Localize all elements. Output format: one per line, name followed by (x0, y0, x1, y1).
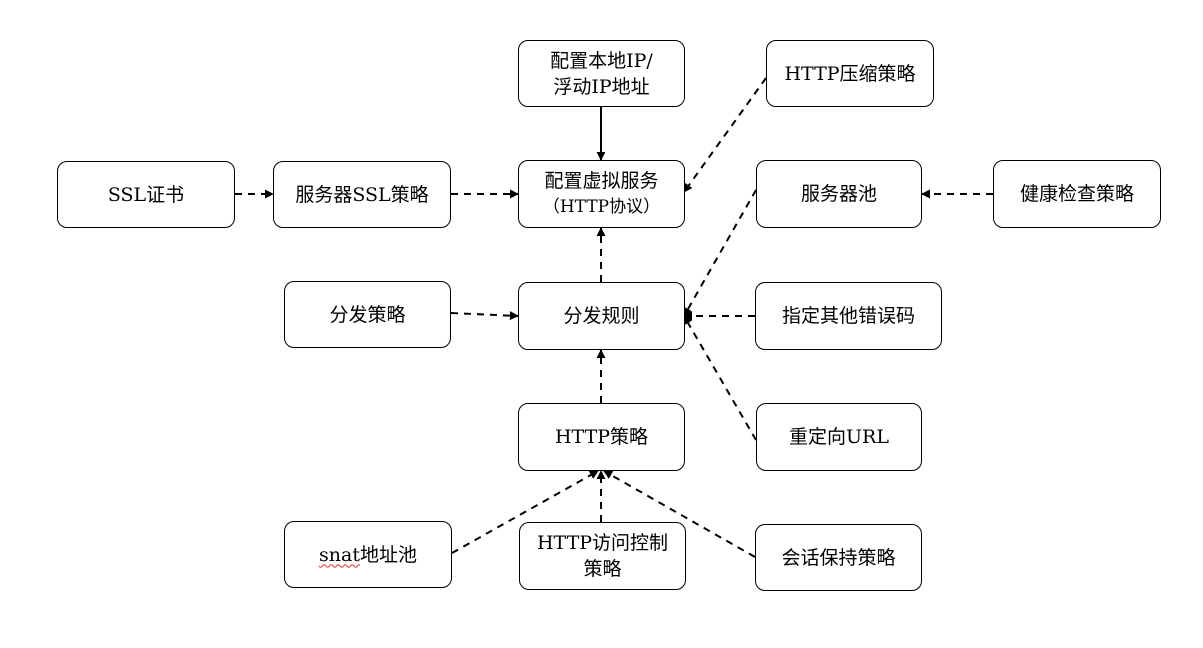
node-http-policy: HTTP策略 (518, 403, 685, 471)
node-dispatch-policy-label: 分发策略 (329, 303, 406, 326)
node-local-ip-line2: 浮动IP地址 (553, 75, 650, 98)
node-session-keep-label: 会话保持策略 (781, 546, 896, 569)
node-server-pool-label: 服务器池 (800, 183, 877, 205)
node-virtual-service-line1: 配置虚拟服务 (544, 170, 659, 192)
node-http-access-line2: 策略 (583, 558, 622, 580)
node-http-access-line1: HTTP访问控制 (536, 532, 669, 554)
arrow-session-keep-to-http-policy (603, 470, 756, 558)
spellcheck-underlined-word: snat (319, 543, 360, 566)
node-dispatch-policy: 分发策略 (284, 281, 451, 348)
arrow-redirect-url-to-dispatch-rule (683, 315, 757, 441)
node-error-code-label: 指定其他错误码 (781, 305, 915, 327)
arrow-http-compress-to-virtual-service (683, 77, 767, 193)
node-http-policy-label: HTTP策略 (554, 426, 649, 448)
node-dispatch-rule-label: 分发规则 (563, 305, 640, 327)
node-local-ip-line1: 配置本地IP/ (550, 49, 653, 72)
node-health-check: 健康检查策略 (993, 160, 1161, 228)
node-local-ip: 配置本地IP/ 浮动IP地址 (518, 40, 685, 107)
node-session-keep: 会话保持策略 (755, 524, 922, 591)
node-health-check-label: 健康检查策略 (1019, 183, 1134, 205)
node-snat-pool-label-rest: 地址池 (359, 543, 417, 566)
node-server-ssl-label: 服务器SSL策略 (295, 183, 429, 206)
arrow-server-pool-to-dispatch-rule (683, 189, 757, 317)
node-server-ssl: 服务器SSL策略 (273, 161, 451, 228)
node-snat-pool-label: snat地址池 (319, 542, 417, 568)
node-redirect-url: 重定向URL (756, 403, 922, 471)
node-snat-pool: snat地址池 (284, 521, 452, 588)
node-ssl-cert-label: SSL证书 (107, 183, 185, 206)
arrow-snat-pool-to-http-policy (451, 470, 599, 554)
node-http-compress-label: HTTP压缩策略 (784, 62, 916, 85)
arrow-dispatch-policy-to-dispatch-rule (450, 311, 519, 321)
node-server-pool: 服务器池 (756, 160, 922, 228)
node-http-access: HTTP访问控制 策略 (519, 522, 686, 590)
node-error-code: 指定其他错误码 (755, 282, 942, 350)
node-redirect-url-label: 重定向URL (789, 426, 889, 448)
node-dispatch-rule: 分发规则 (518, 282, 685, 350)
node-virtual-service: 配置虚拟服务 （HTTP协议） (518, 160, 685, 228)
node-http-compress: HTTP压缩策略 (766, 40, 934, 107)
node-virtual-service-line2: （HTTP协议） (542, 197, 661, 217)
node-ssl-cert: SSL证书 (57, 161, 235, 228)
